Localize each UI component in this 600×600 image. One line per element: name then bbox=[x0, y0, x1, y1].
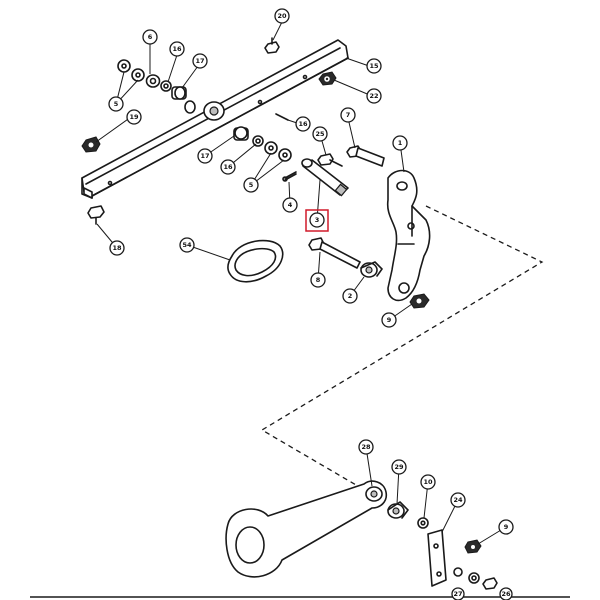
svg-text:1: 1 bbox=[398, 139, 403, 147]
bolt-18 bbox=[87, 205, 105, 225]
callout-4: 4 bbox=[282, 197, 298, 213]
callout-7: 7 bbox=[340, 107, 356, 123]
middle-washer-stack bbox=[233, 126, 292, 162]
callout-10: 10 bbox=[420, 474, 436, 490]
bushing-2 bbox=[360, 261, 383, 278]
svg-text:16: 16 bbox=[223, 163, 233, 171]
callout-8: 8 bbox=[310, 272, 326, 288]
callout-5: 5 bbox=[108, 96, 124, 112]
svg-text:9: 9 bbox=[387, 316, 392, 324]
callout-27: 27 bbox=[451, 587, 465, 600]
svg-text:19: 19 bbox=[129, 113, 139, 121]
nut-9-lower bbox=[464, 539, 482, 554]
svg-text:16: 16 bbox=[172, 45, 182, 53]
callout-18: 18 bbox=[109, 240, 125, 256]
bolt-7 bbox=[346, 145, 385, 167]
highlight-box bbox=[305, 209, 329, 232]
svg-text:17: 17 bbox=[195, 57, 204, 65]
callout-20: 20 bbox=[274, 8, 290, 24]
pin-3 bbox=[301, 158, 349, 197]
svg-text:26: 26 bbox=[501, 590, 511, 598]
callout-1: 1 bbox=[392, 135, 408, 151]
svg-text:9: 9 bbox=[504, 523, 509, 531]
svg-text:20: 20 bbox=[277, 12, 287, 20]
svg-text:4: 4 bbox=[288, 201, 293, 209]
nut-19 bbox=[81, 136, 101, 153]
callout-17: 17 bbox=[192, 53, 208, 69]
callout-25: 25 bbox=[312, 126, 328, 142]
callout-19: 19 bbox=[126, 109, 142, 125]
callout-16: 16 bbox=[295, 116, 311, 132]
small-pin-16 bbox=[275, 113, 289, 121]
svg-text:5: 5 bbox=[114, 100, 119, 108]
callout-54: 54 bbox=[179, 237, 195, 253]
callout-6: 6 bbox=[142, 29, 158, 45]
plate-24 bbox=[427, 529, 447, 587]
callout-29: 29 bbox=[391, 459, 407, 475]
leader-lines bbox=[95, 21, 507, 545]
svg-text:6: 6 bbox=[148, 33, 153, 41]
nut-9-upper bbox=[409, 293, 430, 309]
svg-text:28: 28 bbox=[361, 443, 371, 451]
svg-text:7: 7 bbox=[346, 111, 351, 119]
lever-arm-1 bbox=[386, 169, 431, 302]
callout-3: 3 bbox=[309, 212, 325, 228]
svg-text:8: 8 bbox=[316, 276, 321, 284]
svg-text:17: 17 bbox=[200, 152, 209, 160]
svg-text:54: 54 bbox=[182, 241, 192, 249]
svg-text:15: 15 bbox=[369, 62, 379, 70]
svg-text:3: 3 bbox=[315, 216, 320, 224]
callout-16: 16 bbox=[220, 159, 236, 175]
linkage-path bbox=[260, 205, 544, 493]
bolt-25 bbox=[317, 153, 343, 167]
callout-5: 5 bbox=[243, 177, 259, 193]
svg-text:2: 2 bbox=[348, 292, 353, 300]
svg-text:24: 24 bbox=[453, 496, 463, 504]
callout-9: 9 bbox=[498, 519, 514, 535]
callout-24: 24 bbox=[450, 492, 466, 508]
lower-small-hardware bbox=[453, 567, 498, 590]
callout-2: 2 bbox=[342, 288, 358, 304]
callout-26: 26 bbox=[499, 587, 513, 600]
arm-28 bbox=[225, 480, 388, 578]
svg-text:16: 16 bbox=[298, 120, 308, 128]
bushing-29 bbox=[387, 501, 409, 519]
callout-15: 15 bbox=[366, 58, 382, 74]
svg-text:27: 27 bbox=[453, 590, 462, 598]
callout-17: 17 bbox=[197, 148, 213, 164]
callout-28: 28 bbox=[358, 439, 374, 455]
washer-10 bbox=[417, 517, 429, 529]
callout-9: 9 bbox=[381, 312, 397, 328]
bolt-20 bbox=[264, 37, 280, 54]
upper-washer-stack bbox=[117, 59, 187, 100]
nut-22 bbox=[318, 71, 337, 86]
belt-54 bbox=[227, 239, 284, 283]
svg-text:18: 18 bbox=[112, 244, 122, 252]
svg-text:22: 22 bbox=[369, 92, 378, 100]
svg-text:10: 10 bbox=[423, 478, 433, 486]
svg-text:25: 25 bbox=[315, 130, 325, 138]
callout-22: 22 bbox=[366, 88, 382, 104]
pivot-boss bbox=[184, 100, 225, 121]
callout-group: 20 6 16 17 15 22 5 19 7 16 25 1 17 16 5 … bbox=[108, 8, 514, 600]
bolt-8 bbox=[308, 237, 361, 269]
callout-16: 16 bbox=[169, 41, 185, 57]
svg-text:5: 5 bbox=[249, 181, 254, 189]
cotter-pin-4 bbox=[282, 171, 297, 182]
svg-text:29: 29 bbox=[394, 463, 404, 471]
